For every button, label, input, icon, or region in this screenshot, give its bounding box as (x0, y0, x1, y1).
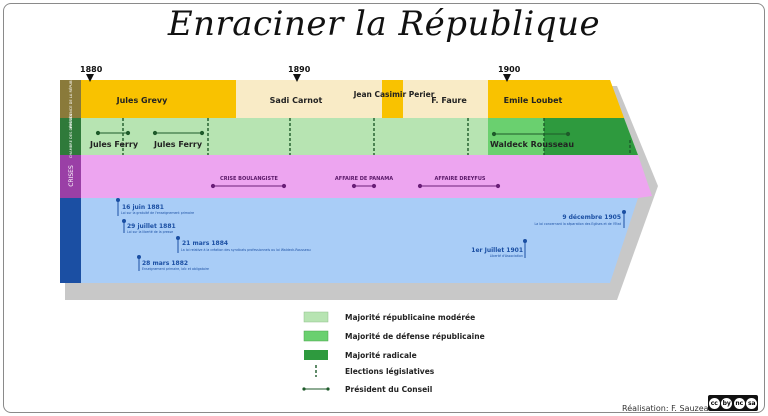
law-5-date: 1er Juillet 1901 (471, 247, 523, 254)
page-title: Enraciner la République (167, 4, 601, 44)
term-sadi-carnot (236, 80, 382, 118)
by-icon: by (721, 397, 733, 409)
year-1890: 1890 (288, 65, 311, 74)
legend-label-conseil: Président du Conseil (345, 385, 432, 394)
majority-defense-republicaine (488, 118, 544, 155)
term-casimir-perier (382, 80, 403, 118)
crisis-boulangiste: CRISE BOULANGISTE (220, 176, 278, 182)
law-5-text: Liberté d'Association (490, 254, 523, 258)
year-marker-1900 (503, 74, 511, 82)
law-3-date: 21 mars 1884 (182, 240, 228, 247)
term-emile-loubet (488, 80, 624, 118)
nc-icon: nc (733, 397, 745, 409)
year-marker-1880 (86, 74, 94, 82)
law-4-date: 28 mars 1882 (142, 260, 188, 267)
law-1-date: 16 juin 1881 (122, 204, 164, 211)
legend-label-elections: Elections législatives (345, 367, 435, 376)
year-marker-1890 (293, 74, 301, 82)
row-label-presidents: PRÉSIDENCE DE LA RÉPUBLIQUE (68, 69, 73, 128)
year-1880: 1880 (80, 65, 103, 74)
president-emile-loubet: Emile Loubet (504, 96, 563, 105)
president-casimir-perier: Jean Casimir Perier (353, 90, 435, 99)
legend-label-defense: Majorité de défense républicaine (345, 332, 485, 341)
label-cell-presidents (60, 80, 81, 118)
council-waldeck-rousseau: Waldeck Rousseau (490, 140, 574, 149)
law-6-text: La loi concernant la séparation des Egli… (535, 222, 622, 226)
row-label-crises: CRISES (68, 165, 75, 187)
law-3-text: La loi relative à la création des syndic… (181, 248, 311, 252)
majority-radicale (544, 118, 638, 155)
legend-swatch-moderee (303, 311, 329, 323)
law-1-text: Loi sur la gratuité de l'enseignement pr… (121, 211, 194, 215)
cc-license-icon[interactable]: cc by nc sa (708, 395, 758, 411)
elections-dashes (122, 118, 631, 155)
crisis-dreyfus: AFFAIRE DREYFUS (435, 176, 486, 182)
president-jules-grevy: Jules Grevy (116, 96, 169, 105)
legend-label-moderee: Majorité républicaine modérée (345, 313, 475, 322)
term-faure (403, 80, 488, 118)
sa-icon: sa (746, 397, 758, 409)
label-cell-laws (60, 198, 81, 283)
council-jules-ferry-2: Jules Ferry (153, 140, 203, 149)
law-6-date: 9 décembre 1905 (562, 214, 621, 221)
label-cell-crises (60, 155, 81, 198)
law-2-date: 29 juillet 1881 (127, 223, 176, 230)
legend-label-radicale: Majorité radicale (345, 351, 417, 360)
term-jules-grevy (81, 80, 236, 118)
laws-row-band (60, 198, 638, 283)
row-label-chambre: CHAMBRE DES DÉPUTÉS (68, 113, 73, 158)
legend-swatch-radicale (304, 350, 328, 360)
label-cell-chambre (60, 118, 81, 155)
law-4-text: Enseignement primaire, laïc et obligatoi… (142, 267, 209, 271)
crisis-panama: AFFAIRE DE PANAMA (335, 176, 393, 182)
legend-swatch-defense (303, 330, 329, 342)
president-faure: F. Faure (431, 96, 467, 105)
legend: Majorité républicaine modérée Majorité d… (302, 311, 485, 394)
cc-icon: cc (708, 397, 720, 409)
president-sadi-carnot: Sadi Carnot (270, 96, 323, 105)
year-1900: 1900 (498, 65, 521, 74)
law-2-text: Loi sur la liberté de la presse (127, 230, 173, 234)
council-jules-ferry-1: Jules Ferry (89, 140, 139, 149)
credit-text: Réalisation: F. Sauzeau (622, 404, 714, 413)
crises-row-band (60, 155, 652, 198)
